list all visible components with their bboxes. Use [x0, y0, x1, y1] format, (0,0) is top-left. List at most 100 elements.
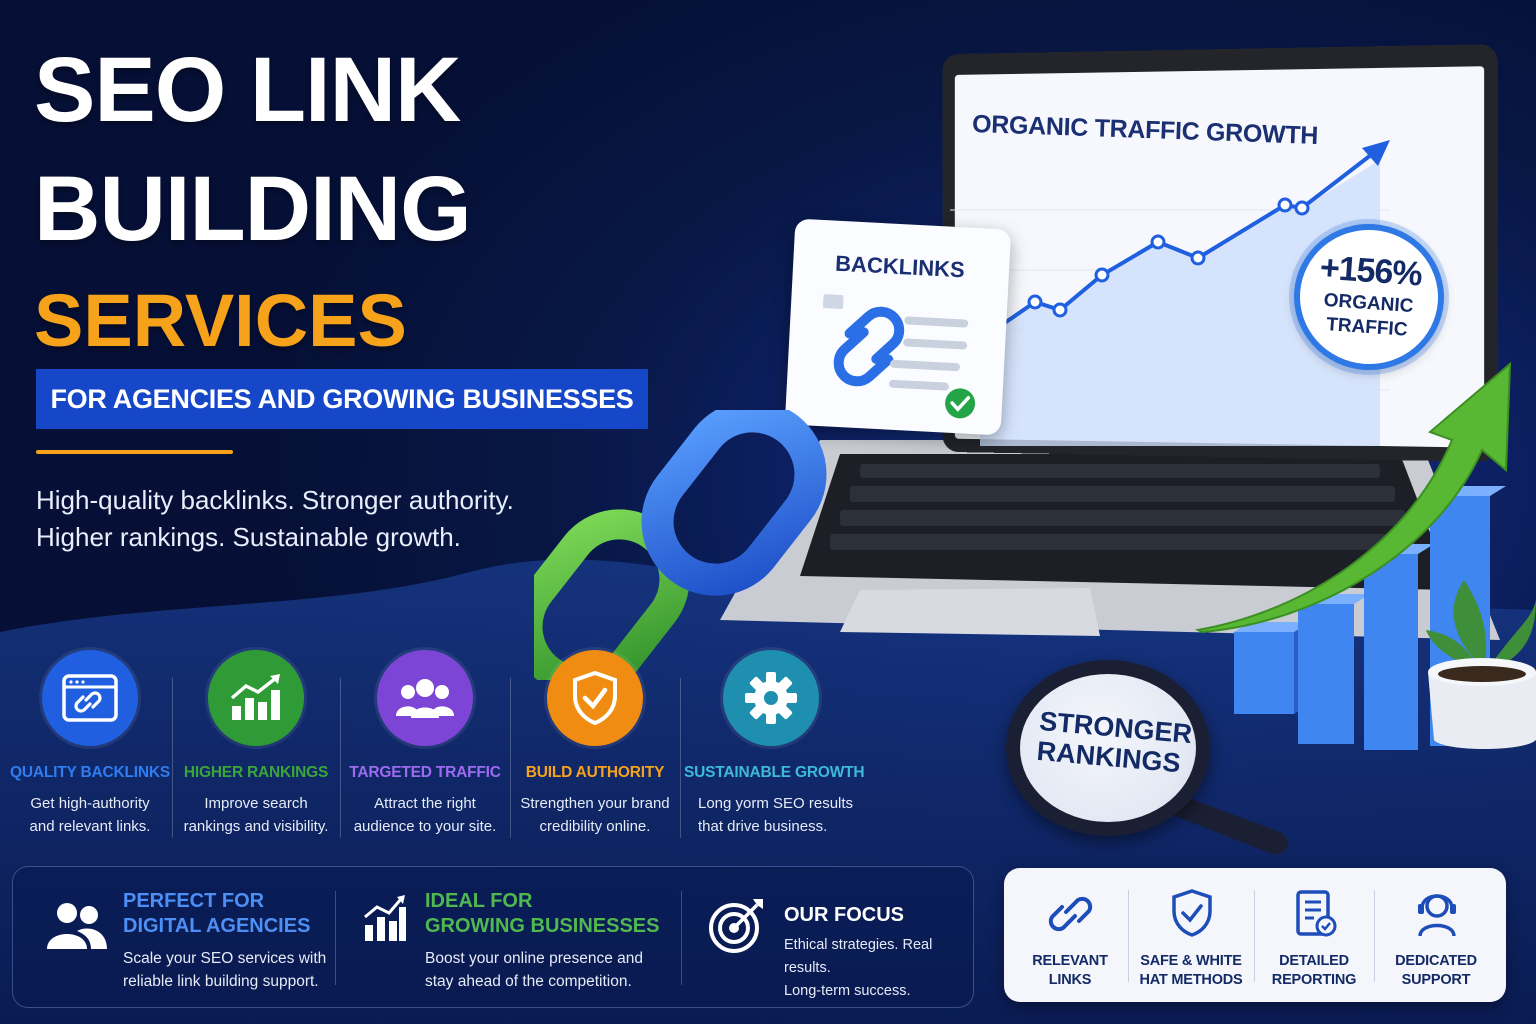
panel-divider: [681, 891, 682, 985]
audience-desc-line2: reliable link building support.: [123, 973, 319, 990]
feature-desc-line2: that drive business.: [698, 818, 828, 835]
backlinks-card: BACKLINKS: [784, 218, 1012, 436]
card-divider: [1254, 890, 1255, 982]
feature-desc: Improve search rankings and visibility.: [171, 792, 341, 838]
benefit-label: SAFE & WHITE HAT METHODS: [1130, 952, 1252, 990]
benefit-label-line1: DEDICATED: [1395, 953, 1477, 969]
headset-icon: [1418, 894, 1456, 937]
feature-desc: Get high-authority and relevant links.: [5, 792, 175, 838]
feature-desc-line1: Get high-authority: [30, 795, 150, 812]
audience-desc: Scale your SEO services with reliable lin…: [123, 947, 326, 993]
headline-line3: SERVICES: [34, 279, 407, 362]
feature-sustainable-growth: SUSTAINABLE GROWTH Long yorm SEO results…: [684, 650, 865, 838]
benefit-label-line2: LINKS: [1048, 972, 1092, 988]
benefit-dedicated-support: DEDICATED SUPPORT: [1376, 868, 1496, 1002]
feature-icon-circle: [208, 650, 304, 746]
benefit-label: RELEVANT LINKS: [1014, 952, 1126, 990]
chain-link-icon: [822, 294, 976, 419]
audience-title1: OUR FOCUS: [784, 904, 904, 926]
chain-links-illustration: [534, 410, 827, 680]
benefit-label-line2: REPORTING: [1271, 972, 1357, 988]
benefit-label: DETAILED REPORTING: [1256, 952, 1372, 990]
benefit-label-line1: SAFE & WHITE: [1140, 953, 1242, 969]
accent-underline: [36, 450, 233, 454]
audience-title1: PERFECT FOR: [123, 890, 265, 912]
feature-icon-circle: [723, 650, 819, 746]
feature-divider: [510, 678, 511, 838]
feature-desc: Attract the right audience to your site.: [340, 792, 510, 838]
feature-desc-line2: rankings and visibility.: [183, 818, 329, 835]
plant-pot-illustration: [1426, 580, 1536, 749]
people-icon: [47, 901, 107, 956]
feature-divider: [172, 678, 173, 838]
feature-desc-line1: Strengthen your brand: [520, 795, 670, 812]
benefit-label-line2: SUPPORT: [1401, 972, 1471, 988]
feature-title: BUILD AUTHORITY: [525, 764, 665, 781]
feature-desc-line2: credibility online.: [539, 818, 651, 835]
gear-icon: [745, 672, 797, 724]
backlinks-card-title: BACKLINKS: [834, 250, 966, 283]
feature-desc-line1: Long yorm SEO results: [698, 795, 854, 812]
feature-desc-line1: Attract the right: [374, 795, 476, 812]
audience-title1: IDEAL FOR: [425, 890, 533, 912]
benefit-label-line2: HAT METHODS: [1139, 972, 1243, 988]
headline-line1: SEO LINK: [34, 39, 461, 141]
feature-desc-line2: audience to your site.: [353, 818, 497, 835]
feature-title: SUSTAINABLE GROWTH: [684, 764, 865, 781]
benefit-label-line1: DETAILED: [1279, 953, 1349, 969]
feature-desc-line1: Improve search: [204, 795, 308, 812]
browser-link-icon: [62, 674, 118, 722]
feature-title: QUALITY BACKLINKS: [10, 764, 170, 781]
link-icon: [1048, 896, 1093, 932]
card-divider: [1128, 890, 1129, 982]
bar-chart-up-icon: [363, 893, 407, 948]
audience-desc-line2: Long-term success.: [784, 983, 911, 999]
shield-check-icon: [1172, 889, 1212, 937]
audience-desc-line1: Ethical strategies. Real results.: [784, 937, 933, 976]
audience-desc-line1: Scale your SEO services with: [123, 950, 327, 967]
benefit-safe-methods: SAFE & WHITE HAT METHODS: [1130, 868, 1252, 1002]
tagline-line1: High-quality backlinks. Stronger authori…: [36, 485, 514, 515]
stat-value: +156%: [1318, 248, 1423, 294]
audience-focus: OUR FOCUS Ethical strategies. Real resul…: [784, 903, 973, 1003]
feature-title: TARGETED TRAFFIC: [349, 764, 501, 781]
feature-icon-circle: [547, 650, 643, 746]
feature-quality-backlinks: QUALITY BACKLINKS Get high-authority and …: [5, 650, 175, 838]
magnifier-text: STRONGER RANKINGS: [1036, 706, 1194, 778]
feature-icon-circle: [377, 650, 473, 746]
audience-banner-text: FOR AGENCIES AND GROWING BUSINESSES: [50, 383, 634, 414]
feature-build-authority: BUILD AUTHORITY Strengthen your brand cre…: [510, 650, 680, 838]
feature-title: HIGHER RANKINGS: [183, 764, 329, 781]
audience-businesses: IDEAL FOR GROWING BUSINESSES Boost your …: [425, 889, 659, 993]
people-icon: [396, 679, 454, 718]
card-divider: [1374, 890, 1375, 982]
feature-desc: Strengthen your brand credibility online.: [510, 792, 680, 838]
audience-banner: FOR AGENCIES AND GROWING BUSINESSES: [36, 369, 648, 429]
feature-higher-rankings: HIGHER RANKINGS Improve search rankings a…: [171, 650, 341, 838]
tagline-line2: Higher rankings. Sustainable growth.: [36, 522, 461, 552]
audience-desc-line1: Boost your online presence and: [425, 950, 644, 967]
audience-agencies: PERFECT FOR DIGITAL AGENCIES Scale your …: [123, 889, 326, 993]
benefits-card: RELEVANT LINKS SAFE & WHITE HAT METHODS DE…: [1004, 868, 1506, 1002]
benefit-relevant-links: RELEVANT LINKS: [1014, 868, 1126, 1002]
feature-desc-line2: and relevant links.: [29, 818, 151, 835]
benefit-label: DEDICATED SUPPORT: [1376, 952, 1496, 990]
traffic-growth-chart: [950, 140, 1390, 446]
benefit-label-line1: RELEVANT: [1032, 953, 1108, 969]
panel-divider: [335, 891, 336, 985]
audience-desc: Boost your online presence and stay ahead…: [425, 947, 659, 993]
audience-desc-line2: stay ahead of the competition.: [425, 973, 632, 990]
feature-desc: Long yorm SEO results that drive business…: [684, 792, 858, 838]
bar-chart-up-icon: [230, 674, 280, 720]
shield-check-icon: [573, 670, 617, 726]
headline-line2: BUILDING: [34, 158, 472, 260]
feature-targeted-traffic: TARGETED TRAFFIC Attract the right audien…: [340, 650, 510, 838]
audience-desc: Ethical strategies. Real results. Long-te…: [784, 934, 973, 1003]
report-icon: [1296, 890, 1337, 937]
feature-divider: [340, 678, 341, 838]
feature-divider: [680, 678, 681, 838]
benefit-detailed-reporting: DETAILED REPORTING: [1256, 868, 1372, 1002]
target-icon: [707, 897, 765, 960]
audience-title2: GROWING BUSINESSES: [425, 915, 660, 937]
audience-panel: PERFECT FOR DIGITAL AGENCIES Scale your …: [12, 866, 974, 1008]
